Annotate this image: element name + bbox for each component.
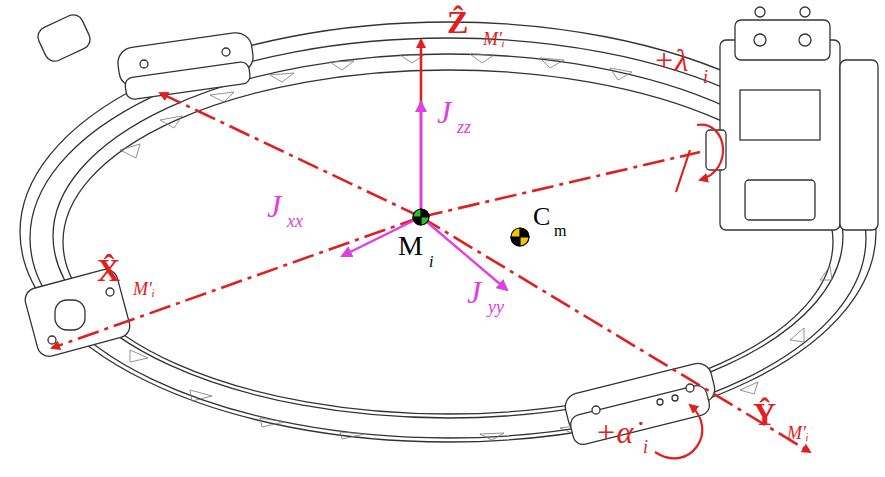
inertia-subscript: yy: [487, 298, 505, 316]
inertia-label: J: [436, 96, 452, 128]
axis-subscript: M′ᵢ: [482, 30, 506, 48]
inertia-subscript: xx: [286, 212, 304, 230]
axis-subscript: M′ᵢ: [786, 424, 810, 442]
axis-subscript: M′ᵢ: [132, 280, 156, 298]
rotation-label: +α̇: [594, 416, 634, 448]
rotation-subscript: i: [642, 438, 649, 456]
rotation-subscript: i: [702, 68, 709, 86]
point-label: M⃗: [397, 232, 446, 260]
inertia-subscript: zz: [456, 118, 472, 136]
axis-label: Ŷ: [752, 398, 777, 430]
point-subscript: m: [553, 223, 567, 239]
rotation-label: +λ: [652, 44, 689, 76]
point-subscript: i: [428, 254, 434, 270]
inertia-label: J: [466, 276, 482, 308]
inertia-label: J: [266, 190, 282, 222]
axis-label: Ẑ: [446, 6, 469, 38]
axis-label: X̂: [96, 254, 121, 286]
